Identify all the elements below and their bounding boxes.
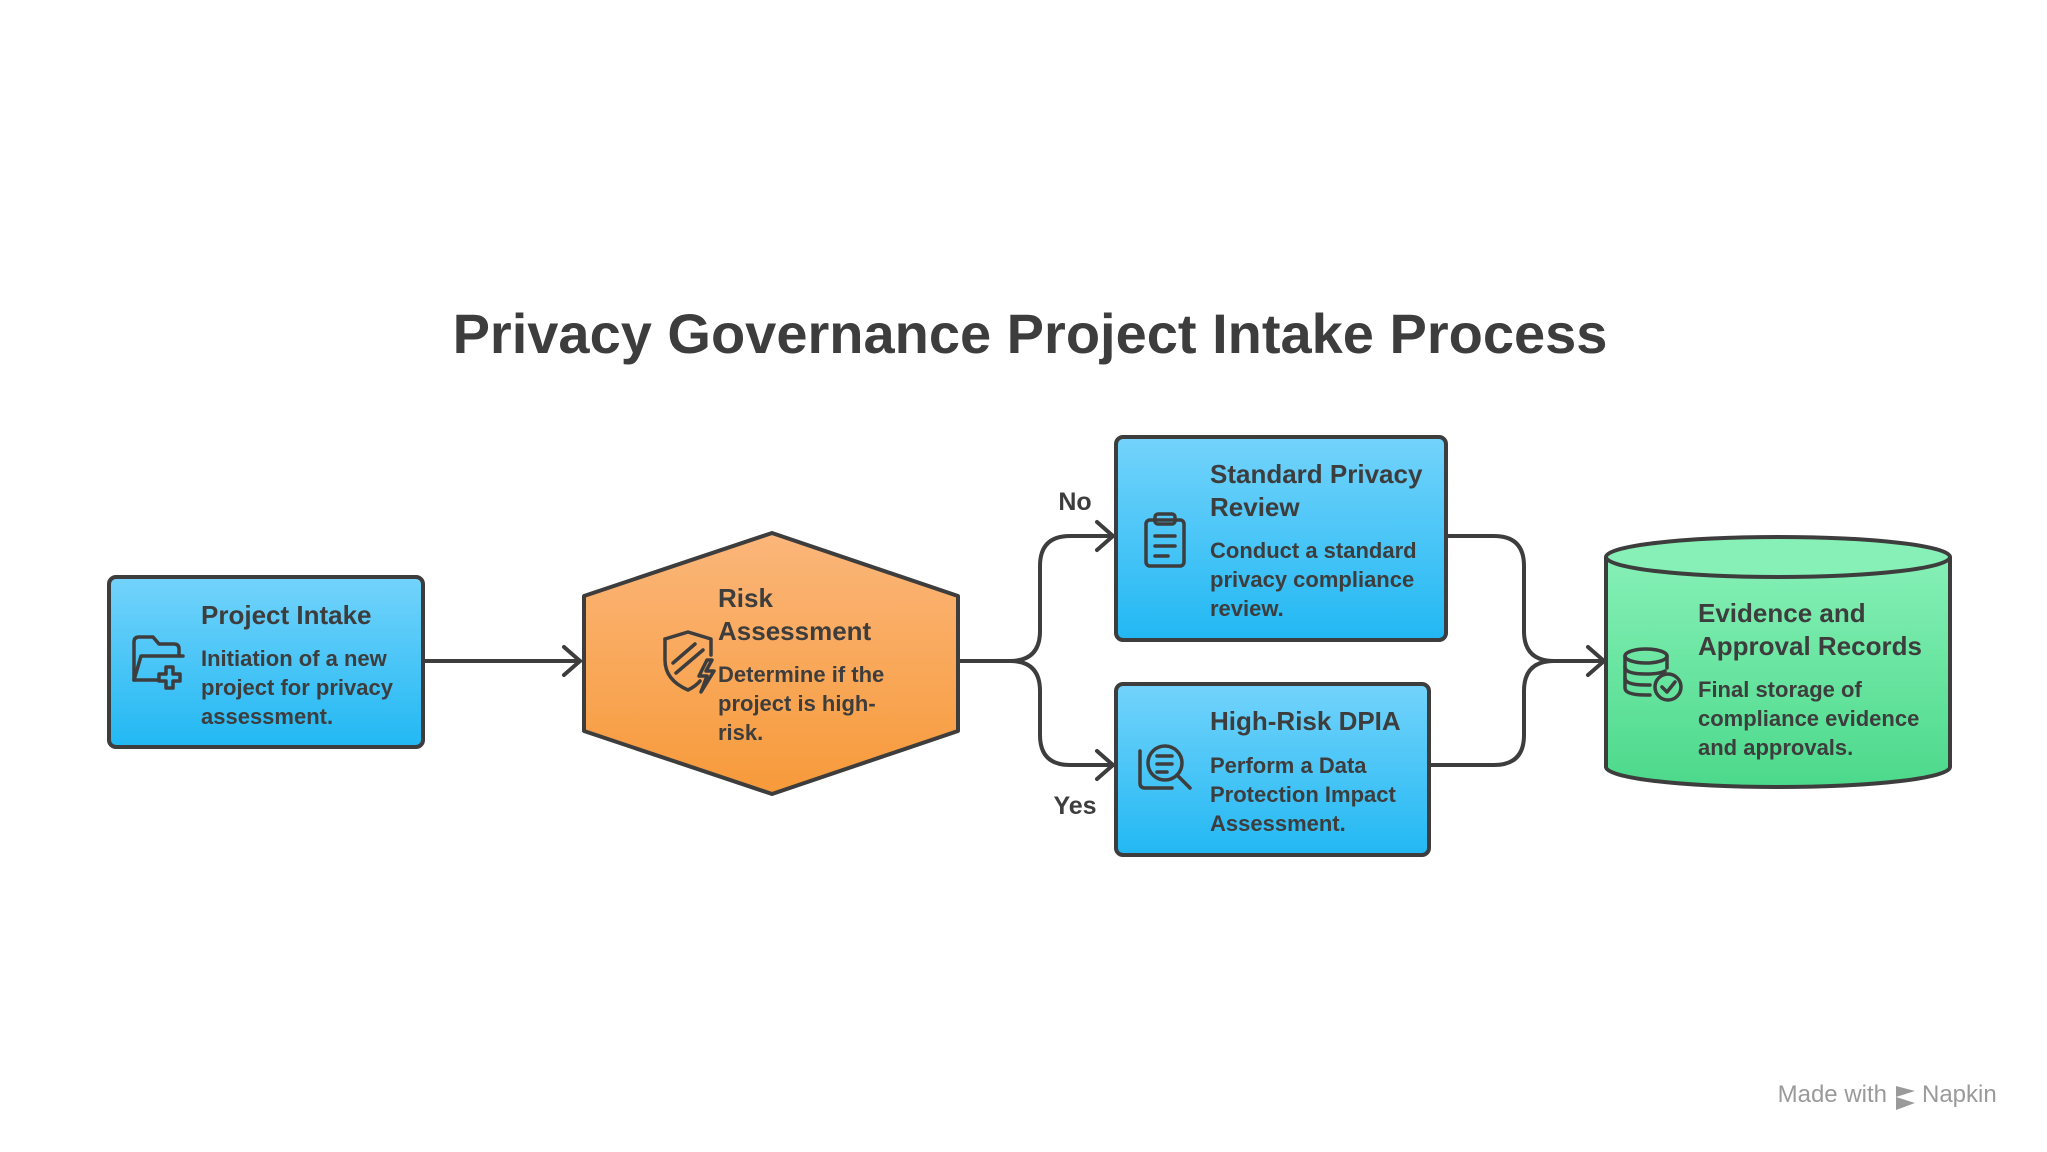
risk-assessment-desc-line2: project is high- xyxy=(718,691,876,716)
node-project-intake[interactable]: Project Intake Initiation of a new proje… xyxy=(107,575,425,749)
project-intake-desc-line2: project for privacy xyxy=(201,675,394,700)
edge-risk-to-standard xyxy=(956,534,1115,663)
standard-review-desc-line1: Conduct a standard xyxy=(1210,538,1417,563)
node-risk-assessment[interactable]: Risk Assessment Determine if the project… xyxy=(582,531,960,796)
dpia-desc-line3: Assessment. xyxy=(1210,811,1346,836)
records-desc-line1: Final storage of xyxy=(1698,677,1862,702)
napkin-watermark[interactable]: Made with Napkin xyxy=(1778,1081,1997,1110)
edges xyxy=(422,520,1606,781)
edge-standard-to-records xyxy=(1444,534,1606,663)
shield-bolt-icon xyxy=(663,630,716,694)
watermark-brand: Napkin xyxy=(1922,1081,1997,1108)
dpia-desc-line1: Perform a Data xyxy=(1210,753,1367,778)
diagram-title: Privacy Governance Project Intake Proces… xyxy=(453,302,1608,365)
branch-label-yes: Yes xyxy=(1053,792,1096,820)
records-title-line2: Approval Records xyxy=(1698,631,1922,661)
node-evidence-records[interactable]: Evidence and Approval Records Final stor… xyxy=(1604,535,1952,789)
project-intake-desc-line1: Initiation of a new xyxy=(201,646,388,671)
branch-label-no: No xyxy=(1058,488,1091,516)
dpia-title: High-Risk DPIA xyxy=(1210,706,1401,736)
edge-dpia-to-records xyxy=(1427,659,1556,767)
records-title-line1: Evidence and xyxy=(1698,598,1866,628)
records-desc-line3: and approvals. xyxy=(1698,735,1853,760)
folder-plus-icon xyxy=(132,635,185,690)
dpia-desc-line2: Protection Impact xyxy=(1210,782,1396,807)
standard-review-title-line2: Review xyxy=(1210,492,1300,522)
watermark-prefix: Made with xyxy=(1778,1081,1887,1108)
standard-review-desc-line3: review. xyxy=(1210,596,1284,621)
risk-assessment-desc-line3: risk. xyxy=(718,720,763,745)
arrowhead-risk xyxy=(562,645,582,677)
napkin-logo-icon xyxy=(1896,1086,1915,1110)
risk-assessment-title-line2: Assessment xyxy=(718,616,872,646)
risk-assessment-title-line1: Risk xyxy=(718,583,773,613)
standard-review-desc-line2: privacy compliance xyxy=(1210,567,1414,592)
database-check-icon xyxy=(1623,647,1683,702)
project-intake-desc-line3: assessment. xyxy=(201,704,333,729)
edge-risk-to-dpia xyxy=(1008,659,1115,767)
risk-assessment-desc-line1: Determine if the xyxy=(718,662,884,687)
project-intake-title: Project Intake xyxy=(201,600,372,630)
document-search-icon xyxy=(1138,744,1192,790)
arrowhead-dpia xyxy=(1095,749,1115,781)
arrowhead-standard xyxy=(1095,520,1115,552)
records-desc-line2: compliance evidence xyxy=(1698,706,1919,731)
standard-review-title-line1: Standard Privacy xyxy=(1210,459,1423,489)
node-high-risk-dpia[interactable]: High-Risk DPIA Perform a Data Protection… xyxy=(1114,682,1431,857)
node-standard-privacy-review[interactable]: Standard Privacy Review Conduct a standa… xyxy=(1114,435,1448,642)
clipboard-icon xyxy=(1144,512,1186,568)
